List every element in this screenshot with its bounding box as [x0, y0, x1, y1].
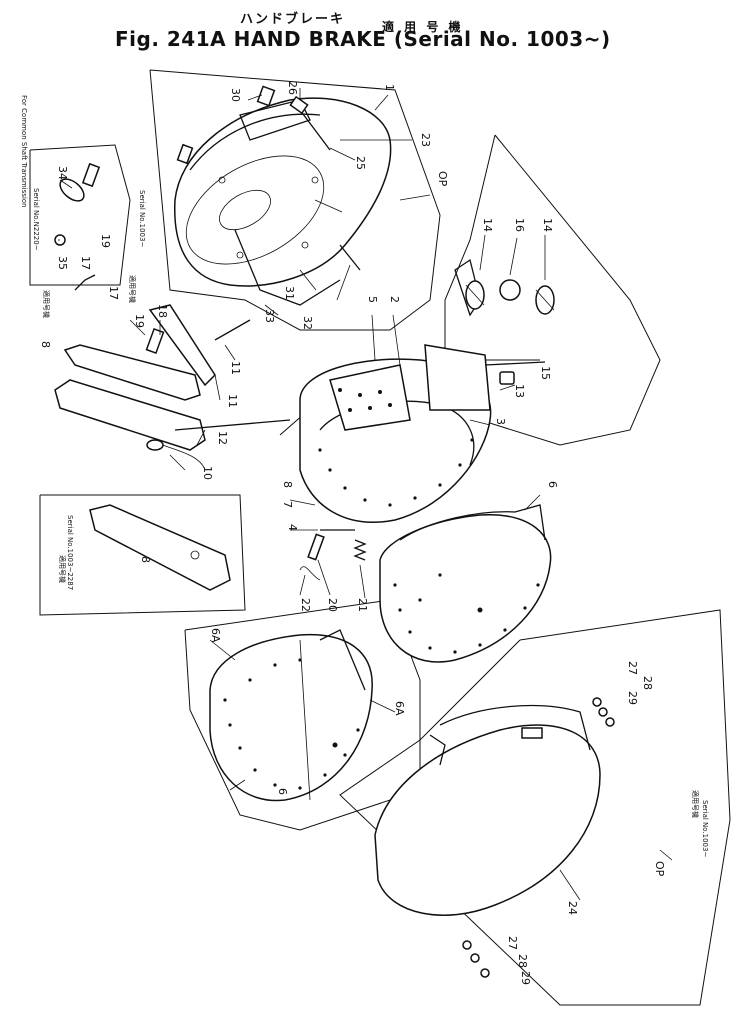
brake-lining-large — [379, 504, 552, 663]
callout-12: 12 — [216, 431, 229, 445]
callout-7: 7 — [281, 501, 294, 508]
callout-19-lower: 19 — [133, 314, 146, 328]
callout-27-bottom: 27 — [506, 936, 519, 950]
callout-28-top: 28 — [641, 676, 654, 690]
note-apply-b: 適用号機 — [128, 275, 137, 303]
callout-24: 24 — [566, 901, 579, 915]
callout-8-top: 8 — [39, 341, 52, 348]
callout-16: 16 — [513, 218, 526, 232]
callout-19-upper: 19 — [99, 234, 112, 248]
figure-title: Fig. 241A HAND BRAKE (Serial No. 1003~) — [115, 27, 611, 51]
callout-34: 34 — [56, 166, 69, 180]
callout-2: 2 — [388, 296, 401, 303]
callout-11: 11 — [226, 394, 239, 408]
lower-cover — [374, 697, 615, 978]
callout-29-bottom: 29 — [519, 971, 532, 985]
callout-30: 30 — [229, 88, 242, 102]
callout-14-right: 14 — [541, 218, 554, 232]
callout-op-lower: OP — [653, 861, 666, 877]
leader-lines — [58, 88, 673, 901]
callout-31: 31 — [283, 286, 296, 300]
callout-6a-right: 6A — [393, 701, 406, 716]
callout-21: 21 — [356, 598, 369, 612]
callout-5: 5 — [366, 296, 379, 303]
callout-10: 10 — [201, 466, 214, 480]
note-cover-apply: 適用号機 — [691, 790, 700, 818]
callout-28-bottom: 28 — [516, 954, 529, 968]
callout-4: 4 — [286, 524, 299, 531]
note-cover-serial: Serial No.1003~ — [701, 800, 709, 857]
callout-18: 18 — [156, 304, 169, 318]
callout-8-center: 8 — [281, 481, 294, 488]
callout-14-left: 14 — [481, 218, 494, 232]
callout-6a-top: 6A — [209, 628, 222, 643]
title-applicability-japanese: 適 用 号 機 — [382, 20, 464, 34]
callout-35: 35 — [56, 256, 69, 270]
callout-6-split: 6 — [276, 788, 289, 795]
callout-33: 33 — [263, 309, 276, 323]
callout-13: 13 — [513, 384, 526, 398]
callout-numbers: 30 26 1 23 25 OP 33 31 32 5 2 14 16 14 1… — [39, 81, 666, 985]
brake-cover-plate — [174, 85, 392, 306]
callout-3: 3 — [494, 418, 507, 425]
callout-27-top: 27 — [626, 661, 639, 675]
brake-levers — [54, 162, 291, 591]
brake-band-assembly — [299, 258, 555, 523]
serial-notes: For Common Shaft Transmission Serial No.… — [20, 95, 709, 857]
callout-22: 22 — [299, 598, 312, 612]
callout-26: 26 — [286, 81, 299, 95]
callout-17-left: 17 — [79, 256, 92, 270]
callout-11-top: 11 — [229, 361, 242, 375]
note-serial-a: Serial No.N2220~ — [32, 188, 40, 251]
brake-lining-split — [209, 629, 373, 802]
callout-15: 15 — [539, 366, 552, 380]
callout-32: 32 — [301, 316, 314, 330]
note-serial-b: Serial No.1003~ — [138, 190, 146, 247]
callout-29-top: 29 — [626, 691, 639, 705]
callout-op-upper: OP — [436, 171, 449, 187]
title-japanese: ハンドブレーキ — [240, 12, 346, 27]
callout-6-band: 6 — [546, 481, 559, 488]
pins-and-springs — [299, 529, 367, 581]
callout-1: 1 — [383, 84, 396, 91]
callout-17-right: 17 — [107, 286, 120, 300]
callout-20: 20 — [326, 598, 339, 612]
note-lever-serial: Serial No.1003~2287 — [66, 515, 74, 590]
note-apply-a: 適用号機 — [42, 290, 51, 318]
callout-8-variant: 8 — [139, 556, 152, 563]
callout-23: 23 — [419, 133, 432, 147]
note-lever-apply: 適用号機 — [58, 555, 67, 583]
note-transmission: For Common Shaft Transmission — [20, 95, 28, 208]
callout-25: 25 — [354, 156, 367, 170]
